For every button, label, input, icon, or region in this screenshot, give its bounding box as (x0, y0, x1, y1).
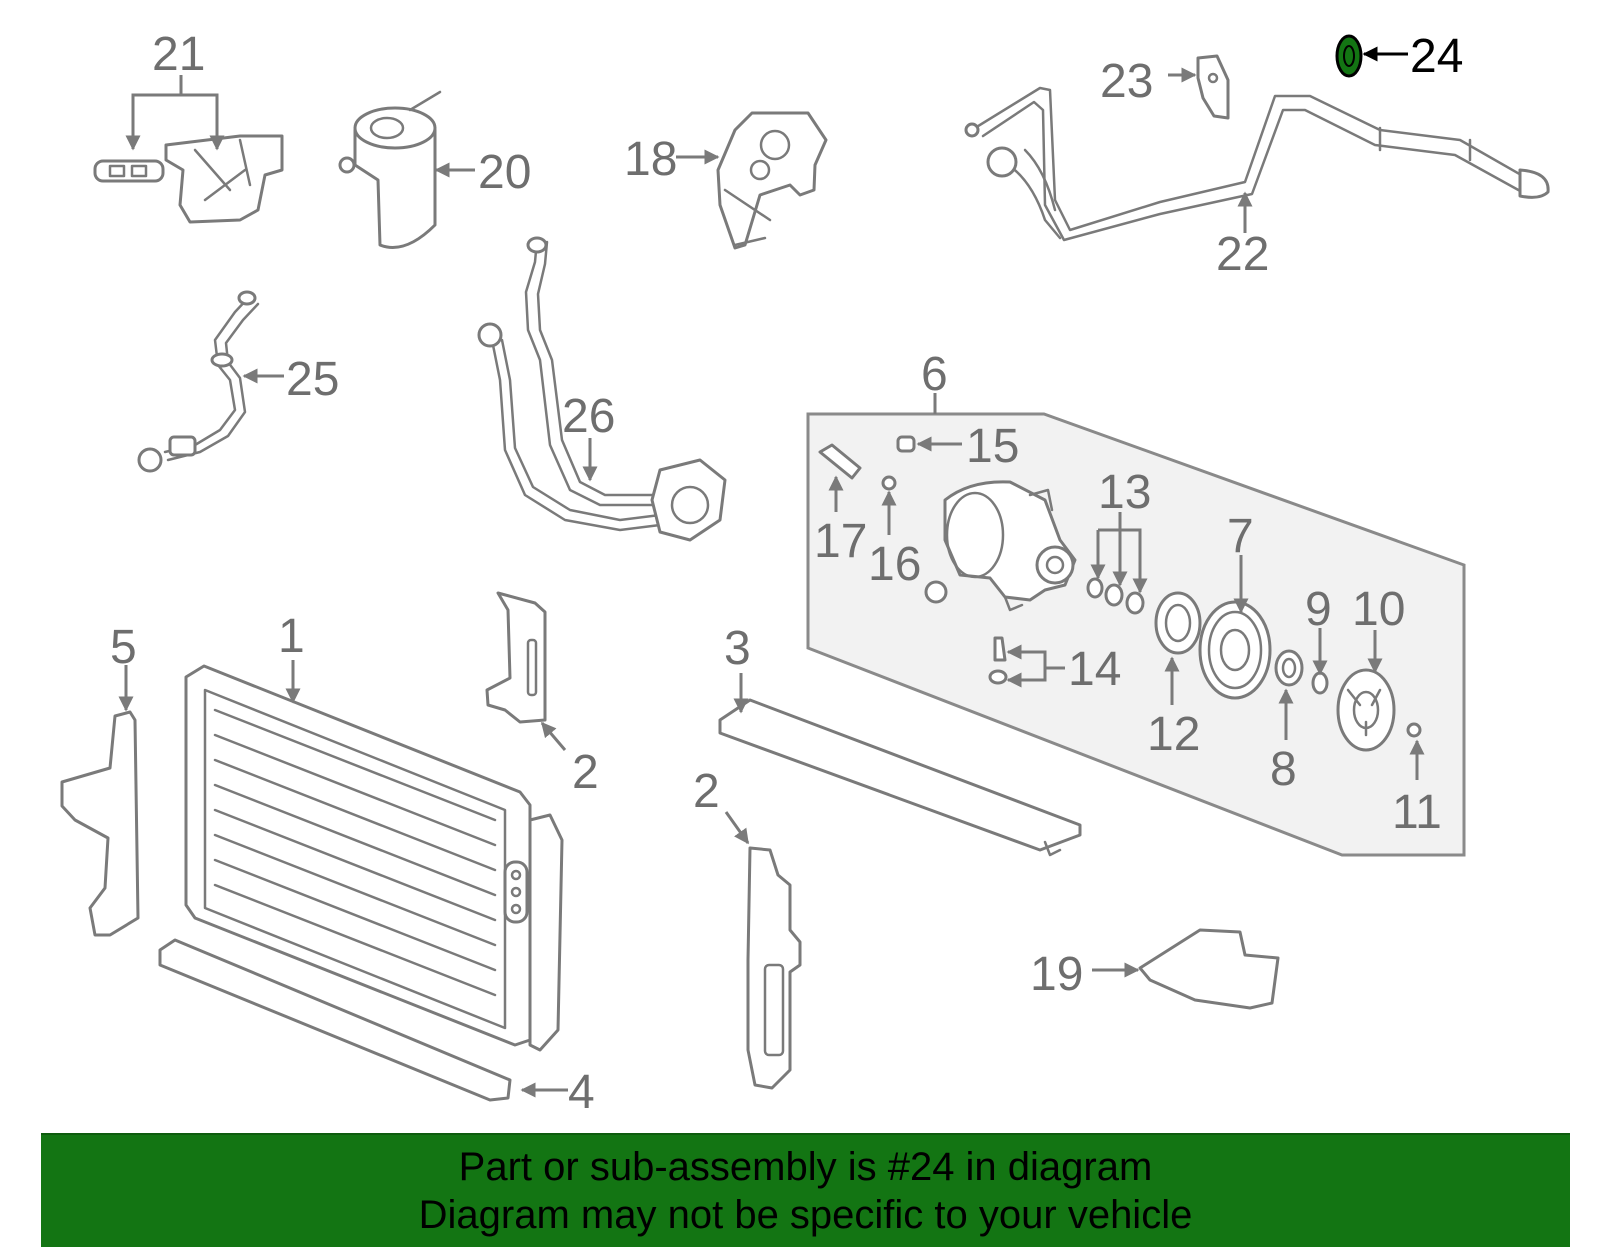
part-25-hose[interactable] (137, 290, 260, 473)
part-26-hose-assembly[interactable] (477, 236, 727, 542)
part-2-bracket-upper[interactable] (485, 591, 547, 724)
notice-line-disclaimer: Diagram may not be specific to your vehi… (418, 1193, 1193, 1237)
part-16-fitting[interactable] (881, 475, 897, 491)
callout-7: 7 (1227, 510, 1254, 563)
part-15-fitting[interactable] (896, 435, 916, 453)
part-24-seal-highlighted[interactable] (1335, 34, 1363, 78)
part-11-nut[interactable] (1406, 722, 1422, 738)
notice-line-part: Part or sub-assembly is #24 in diagram (458, 1145, 1153, 1189)
callout-26: 26 (562, 390, 615, 443)
part-9-snap-ring[interactable] (1311, 671, 1329, 695)
part-10-clutch-hub[interactable] (1336, 668, 1396, 752)
callout-13: 13 (1098, 466, 1151, 519)
callout-9: 9 (1305, 583, 1332, 636)
part-1-condenser[interactable] (184, 664, 564, 1052)
diagram-notice-banner: Part or sub-assembly is #24 in diagram D… (41, 1133, 1570, 1247)
callout-23: 23 (1100, 55, 1153, 108)
callout-14: 14 (1068, 643, 1121, 696)
part-4-lower-seal[interactable] (158, 938, 512, 1102)
callout-15: 15 (966, 420, 1019, 473)
callout-8: 8 (1270, 743, 1297, 796)
part-2-bracket-lower[interactable] (746, 846, 802, 1090)
part-20-accumulator[interactable] (338, 90, 442, 249)
part-21-bracket[interactable] (93, 134, 284, 224)
callout-12: 12 (1147, 708, 1200, 761)
callout-19: 19 (1030, 948, 1083, 1001)
part-7-pulley[interactable] (1198, 600, 1272, 700)
part-12-field-coil[interactable] (1154, 591, 1202, 655)
callout-3: 3 (724, 622, 751, 675)
part-19-shield[interactable] (1138, 928, 1280, 1010)
callout-11: 11 (1392, 786, 1442, 839)
part-5-air-baffle[interactable] (60, 710, 140, 937)
part-22-hose-assembly[interactable] (964, 86, 1550, 242)
callout-24-highlighted: 24 (1410, 30, 1463, 83)
callout-5: 5 (110, 621, 137, 674)
part-17-valve[interactable] (818, 443, 862, 480)
part-23-clip[interactable] (1196, 54, 1230, 120)
callout-2: 2 (693, 765, 720, 818)
callout-4: 4 (568, 1066, 595, 1119)
callout-16: 16 (868, 538, 921, 591)
callout-10: 10 (1352, 583, 1405, 636)
callout-6: 6 (921, 348, 948, 401)
callout-18: 18 (624, 133, 677, 186)
callout-2: 2 (572, 746, 599, 799)
part-14-fittings[interactable] (988, 636, 1008, 685)
compressor[interactable] (924, 480, 1077, 612)
callout-25: 25 (286, 353, 339, 406)
part-8-retaining-ring[interactable] (1274, 649, 1304, 687)
callout-20: 20 (478, 146, 531, 199)
callout-17: 17 (814, 515, 867, 568)
part-18-mount-bracket[interactable] (716, 111, 828, 250)
part-3-seal-strip[interactable] (718, 698, 1082, 857)
callout-21: 21 (152, 28, 205, 81)
callout-1: 1 (278, 610, 305, 663)
callout-22: 22 (1216, 228, 1269, 281)
